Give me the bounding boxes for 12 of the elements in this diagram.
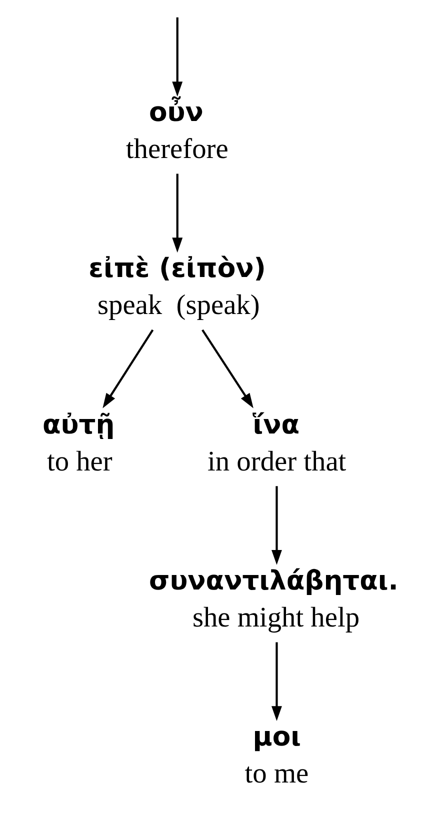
node-text: συναντιλάβηται. she might help xyxy=(148,566,398,634)
node-text: οὖν therefore xyxy=(126,97,228,165)
arrow xyxy=(202,329,254,408)
node-text: ἵνα in order that xyxy=(208,409,346,478)
arrow xyxy=(272,642,282,722)
node-text: εἰπὲ (εἰπὸν) speak (speak) xyxy=(88,253,266,322)
arrow xyxy=(172,174,183,253)
node-text: αὐτῇ to her xyxy=(42,409,115,478)
node-text: μοι to me xyxy=(244,722,309,790)
arrow xyxy=(272,486,282,565)
arrow xyxy=(172,17,183,97)
arrow xyxy=(102,329,154,408)
